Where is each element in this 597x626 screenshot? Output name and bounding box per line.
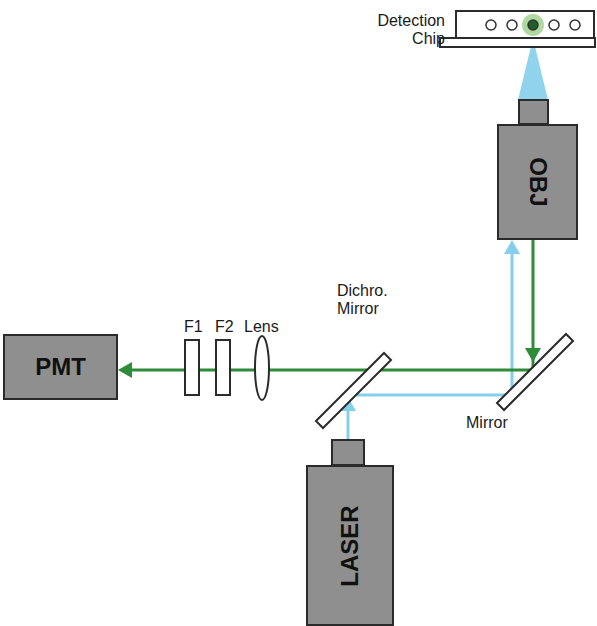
filter-plate	[216, 340, 230, 395]
pmt-box: PMT	[3, 334, 118, 400]
light-beam	[340, 240, 520, 465]
arrow-head	[525, 348, 541, 362]
light-beam	[118, 240, 541, 378]
chip-wells	[486, 14, 580, 36]
box-label: OBJ	[523, 157, 551, 206]
dichroic-mirror	[316, 353, 391, 428]
lens	[255, 336, 269, 400]
filter-label: F2	[215, 318, 245, 336]
laser-nozzle	[332, 440, 364, 465]
arrow-head	[118, 362, 132, 378]
chip-heading: Detection Chip	[363, 12, 445, 49]
mirror	[497, 334, 573, 410]
detection-chip: Detection Chip	[455, 10, 595, 39]
box-label: PMT	[35, 353, 86, 381]
laser-box: LASER	[306, 465, 394, 626]
part-label: Dichro. Mirror	[337, 282, 399, 317]
arrow-head	[504, 240, 520, 254]
filter-plate	[185, 340, 199, 395]
box-label: LASER	[336, 505, 364, 586]
chip-base	[440, 38, 595, 47]
lens-label: Lens	[244, 318, 294, 336]
objective-box: OBJ	[497, 124, 578, 240]
part-label: Mirror	[466, 414, 526, 432]
filter-label: F1	[184, 318, 214, 336]
objective-nose	[519, 100, 548, 124]
